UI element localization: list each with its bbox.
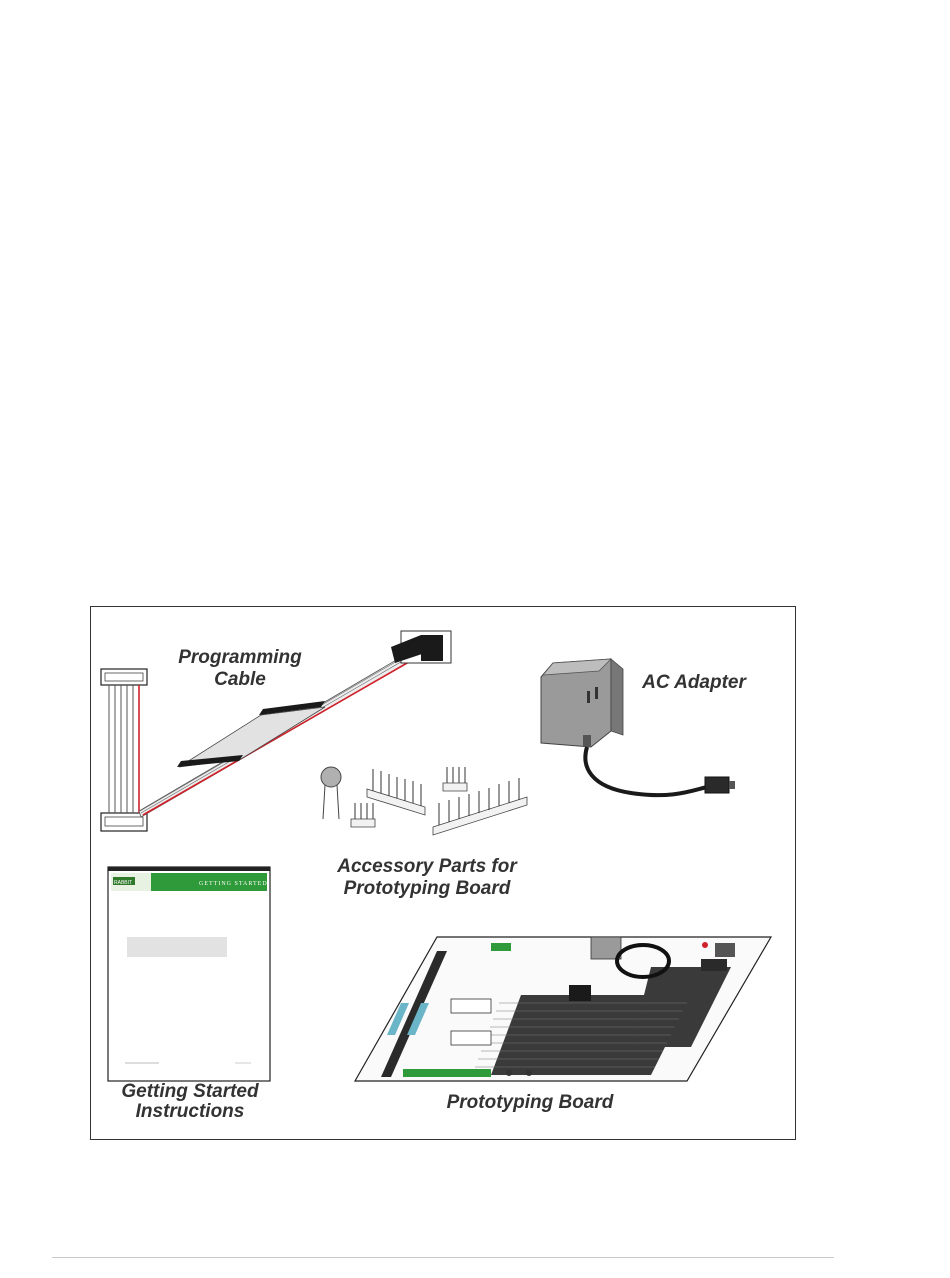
accessory-parts-illustration [321, 767, 527, 835]
prototyping-board-illustration [355, 937, 771, 1081]
getting-started-booklet: RABBIT GETTING STARTED [108, 867, 270, 1081]
accessory-parts-label: Accessory Parts for Prototyping Board [327, 856, 527, 900]
getting-started-label: Getting Started Instructions [113, 1082, 267, 1122]
footer-divider [52, 1257, 834, 1258]
ac-adapter-label: AC Adapter [639, 672, 749, 694]
prototyping-board-label: Prototyping Board [437, 1092, 623, 1114]
booklet-brand: RABBIT [114, 880, 132, 886]
booklet-banner-text: GETTING STARTED [199, 881, 268, 887]
programming-cable-label: Programming Cable [175, 647, 305, 691]
kit-contents-figure: RABBIT GETTING STARTED [90, 606, 796, 1140]
